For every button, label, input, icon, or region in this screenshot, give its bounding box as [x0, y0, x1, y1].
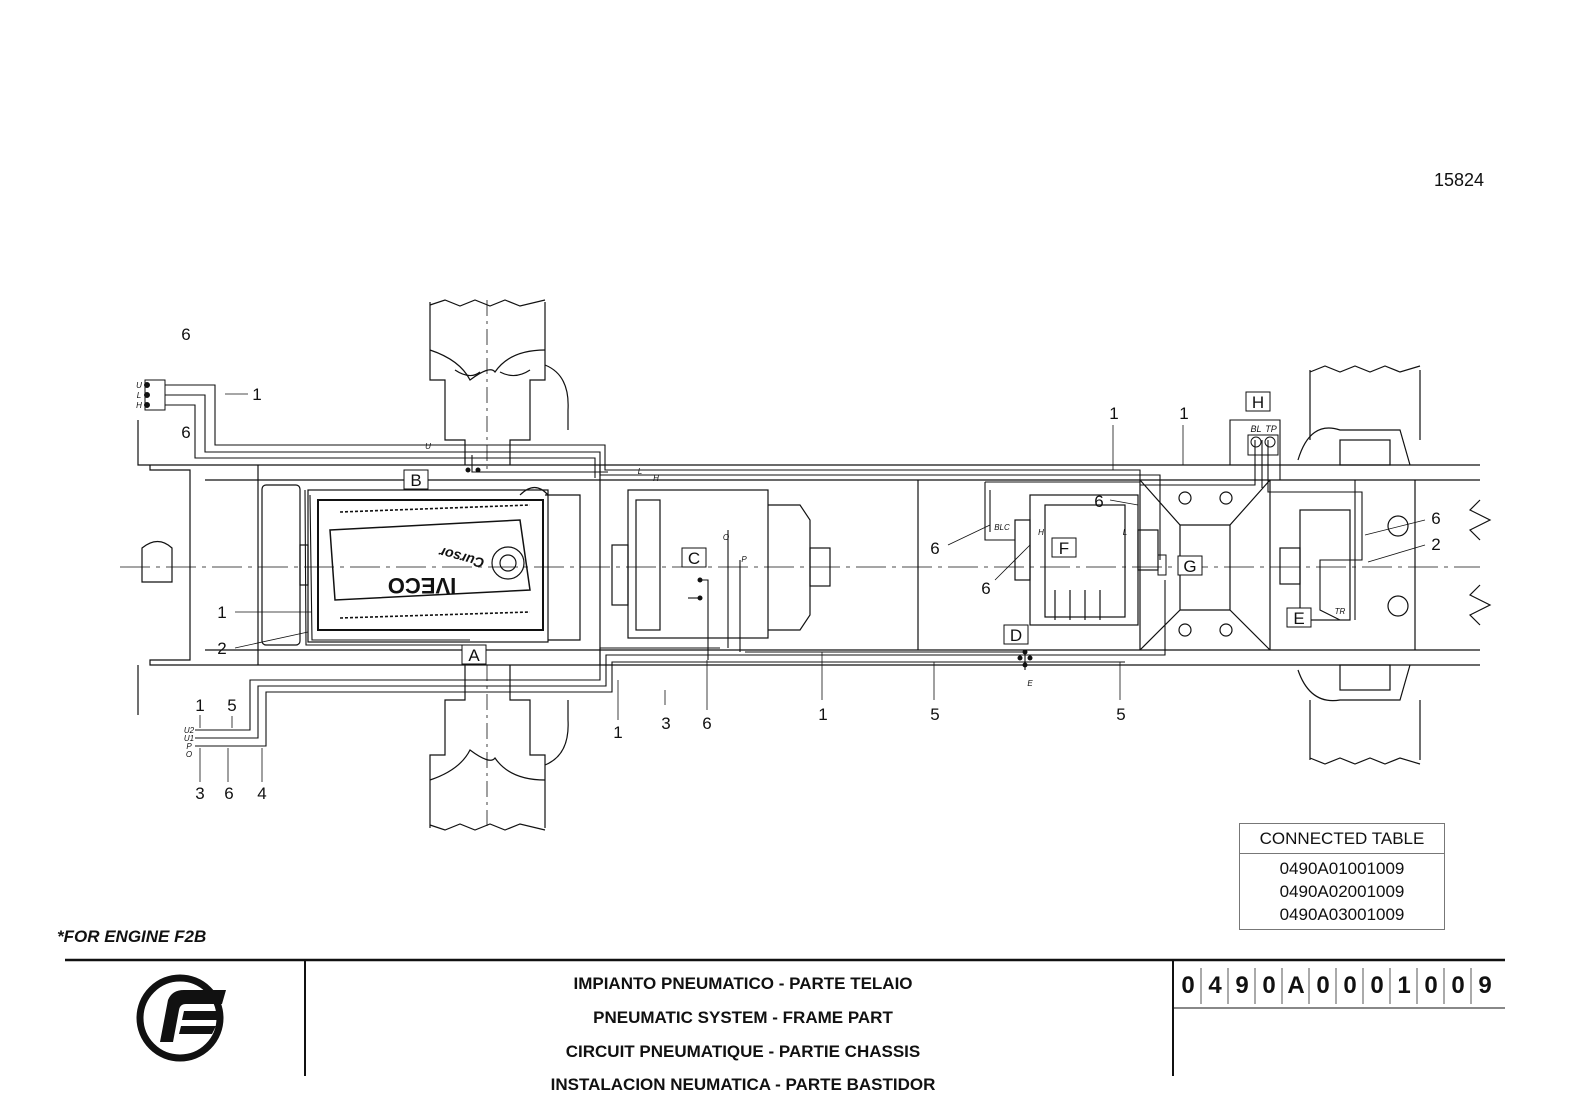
component-label-b: B — [410, 471, 421, 490]
drawing-number: 15824 — [1433, 170, 1484, 190]
callout-5-middle: 5 — [930, 705, 939, 724]
callout-4-rear-left: 4 — [257, 784, 266, 803]
port-l-valve-f: L — [1123, 528, 1127, 537]
callout-6-blc: 6 — [930, 539, 939, 558]
port-bl-valve-h: BL — [1250, 424, 1261, 434]
drawing-code-char: 9 — [1235, 972, 1249, 999]
port-o-valve-c: O — [723, 533, 729, 542]
callout-6-f-upper: 6 — [1094, 492, 1103, 511]
drawing-code-char: A — [1287, 972, 1305, 999]
callout-3-rear-left: 3 — [195, 784, 204, 803]
component-label-h: H — [1252, 393, 1264, 412]
brand-logo — [136, 974, 226, 1062]
port-o-rear: O — [186, 750, 192, 759]
callout-2-engine: 2 — [217, 639, 226, 658]
drawing-code-char: 0 — [1451, 972, 1465, 999]
callout-2-rear-diff: 2 — [1431, 535, 1440, 554]
drawing-code-char: 0 — [1424, 972, 1438, 999]
callout-1-gearbox: 1 — [613, 723, 622, 742]
callout-6-rear-left: 6 — [224, 784, 233, 803]
component-label-e: E — [1293, 609, 1304, 628]
connected-table-row: 0490A03001009 — [1279, 905, 1405, 924]
callout-5-rear-left: 5 — [227, 696, 236, 715]
port-h-front: H — [136, 401, 142, 410]
port-u2-rear: U2 — [184, 726, 195, 735]
port-p-valve-c: P — [741, 555, 747, 564]
connected-table-title: CONNECTED TABLE — [1240, 824, 1444, 854]
port-u-front: U — [136, 381, 142, 390]
engine-brand-label: IVECO — [388, 573, 456, 598]
drawing-code-char: 4 — [1208, 972, 1222, 999]
connected-table-row: 0490A01001009 — [1279, 859, 1405, 878]
component-label-d: D — [1010, 626, 1022, 645]
connected-table-row: 0490A02001009 — [1279, 882, 1405, 901]
drawing-code-char: 0 — [1262, 972, 1276, 999]
callout-5-rear: 5 — [1116, 705, 1125, 724]
pipe-tag-l: L — [638, 467, 642, 476]
component-label-f: F — [1059, 539, 1069, 558]
port-p-rear: P — [186, 742, 192, 751]
connected-table: CONNECTED TABLE 0490A01001009 0490A02001… — [1239, 823, 1445, 930]
callout-6-rear-diff: 6 — [1431, 509, 1440, 528]
callout-1-middle: 1 — [818, 705, 827, 724]
callout-3-gearbox: 3 — [661, 714, 670, 733]
callout-6-front-mid: 6 — [181, 423, 190, 442]
callout-1-rear-left: 1 — [195, 696, 204, 715]
title-spanish: INSTALACION NEUMATICA - PARTE BASTIDOR — [550, 1075, 936, 1094]
drawing-code-char: 0 — [1370, 972, 1384, 999]
drawing-code-char: 0 — [1181, 972, 1195, 999]
component-label-g: G — [1183, 557, 1196, 576]
callout-6-gearbox: 6 — [702, 714, 711, 733]
drawing-code-char: 0 — [1316, 972, 1330, 999]
port-l-front: L — [137, 391, 141, 400]
pipe-tag-h: H — [653, 474, 659, 483]
drawing-code-char: 9 — [1478, 972, 1492, 999]
title-french: CIRCUIT PNEUMATIQUE - PARTIE CHASSIS — [565, 1042, 921, 1061]
drawing-code-char: 0 — [1343, 972, 1357, 999]
engine-note: *FOR ENGINE F2B — [57, 927, 207, 946]
callout-1-rear-top-b: 1 — [1179, 404, 1188, 423]
port-h-valve-f: H — [1038, 528, 1044, 537]
component-label-c: C — [688, 549, 700, 568]
callout-1-front-top: 1 — [252, 385, 261, 404]
pipe-tag-e: E — [1027, 679, 1033, 688]
drawing-code-char: 1 — [1397, 972, 1411, 999]
callout-1-rear-top-a: 1 — [1109, 404, 1118, 423]
callout-6-f-lower: 6 — [981, 579, 990, 598]
title-english: PNEUMATIC SYSTEM - FRAME PART — [593, 1008, 893, 1027]
callout-1-engine: 1 — [217, 603, 226, 622]
port-tp-valve-h: TP — [1265, 424, 1277, 434]
title-italian: IMPIANTO PNEUMATICO - PARTE TELAIO — [573, 974, 913, 993]
port-blc-valve-f: BLC — [994, 523, 1010, 532]
callout-6-front-top: 6 — [181, 325, 190, 344]
pipe-tag-u: U — [425, 442, 431, 451]
port-u1-rear: U1 — [184, 734, 194, 743]
component-label-a: A — [468, 646, 480, 665]
pipe-tag-tr: TR — [1335, 607, 1346, 616]
